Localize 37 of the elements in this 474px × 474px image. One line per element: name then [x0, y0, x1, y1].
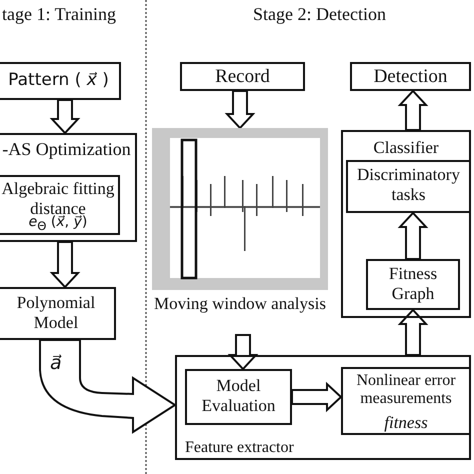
process-box: [366, 259, 460, 310]
process-box: [341, 367, 471, 435]
block-arrow: [50, 99, 80, 134]
box-label: Model Evaluation: [200, 376, 276, 416]
process-box: [0, 62, 121, 100]
edge-label: a⃗: [50, 352, 62, 374]
block-arrow: [398, 90, 428, 131]
box-label: Nonlinear error measurements: [355, 372, 457, 409]
block-arrow: [398, 212, 428, 260]
group-title: -AS Optimization: [1, 139, 132, 160]
box-label: Fitness Graph: [388, 264, 438, 304]
group-box: [0, 133, 137, 242]
group-title: Feature extractor: [185, 439, 295, 458]
process-box: [0, 175, 120, 235]
block-arrow: [50, 241, 80, 288]
stage-heading: Stage 2: Detection: [253, 4, 386, 25]
block-arrow: [291, 382, 342, 412]
process-box: [180, 62, 305, 91]
stage-heading: tage 1: Training: [2, 4, 116, 25]
block-arrow: [224, 90, 256, 130]
process-box: [350, 62, 471, 91]
box-label: Pattern ( x⃗ ): [7, 71, 110, 91]
group-box: [175, 355, 471, 460]
block-arrow: [39, 339, 176, 433]
process-box: [185, 369, 292, 425]
picture-caption: Moving window analysis: [153, 294, 327, 314]
block-arrow: [398, 308, 428, 356]
box-label: Record: [214, 66, 271, 88]
group-box: [341, 130, 471, 318]
box-label: Discriminatory tasks: [356, 165, 461, 204]
group-title: Classifier: [372, 138, 440, 158]
box-formula: fitness: [383, 413, 429, 433]
box-label: Polynomial Model: [16, 293, 96, 332]
block-arrow: [228, 334, 258, 370]
process-box: [0, 287, 116, 340]
box-label: Detection: [372, 66, 448, 88]
process-box: [346, 160, 471, 213]
